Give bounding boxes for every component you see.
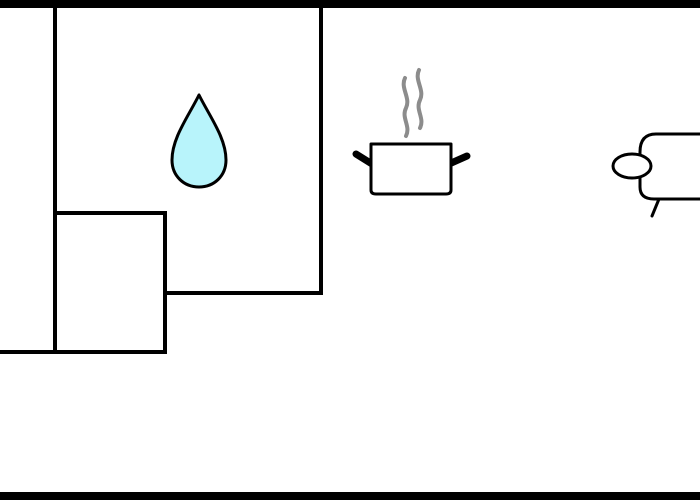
room-small-closet: [53, 211, 167, 354]
cooking-pot-icon: [352, 142, 471, 196]
water-drop-icon: [170, 93, 228, 189]
top-wall: [0, 0, 700, 8]
steam-icon: [401, 68, 424, 138]
sofa-icon: [611, 132, 700, 218]
bottom-wall: [0, 492, 700, 500]
